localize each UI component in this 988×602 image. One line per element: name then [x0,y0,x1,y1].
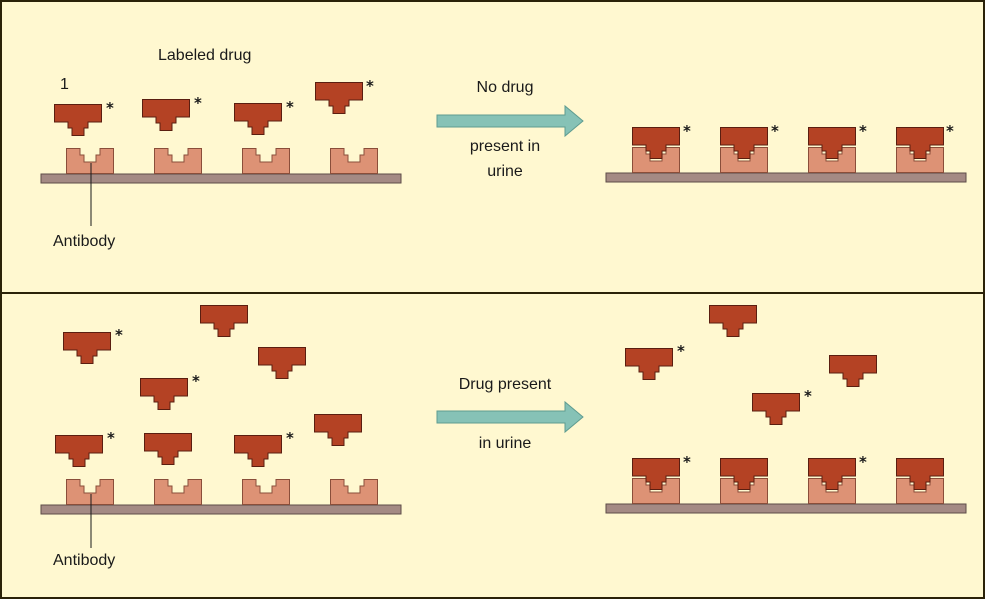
labeled-drug [234,435,282,467]
free-unlabeled-drug [709,305,757,337]
label-marker: * [804,387,812,405]
label-marker: * [194,94,202,112]
labeled-drug [140,378,188,410]
platform-top-left [40,173,402,184]
arrow-top [436,104,584,138]
antibody [154,479,202,505]
free-labeled-drug [625,348,673,380]
arrow-top-label-line3: urine [487,163,523,180]
arrow-top-label-line2: present in [469,138,541,155]
arrow-bottom [436,400,584,434]
unlabeled-drug [258,347,306,379]
antibody [154,148,202,174]
antibody [330,148,378,174]
platform-top-right [605,172,967,183]
label-marker: * [366,77,374,95]
antibody [242,148,290,174]
labeled-drug-label: Labeled drug [158,47,252,64]
arrow-top-label-line1: No drug [476,79,534,96]
arrow-bottom-label-line1: Drug present [458,376,552,393]
label-marker: * [859,453,867,471]
platform-bottom-right [605,503,967,514]
label-marker: * [771,122,779,140]
label-marker: * [115,326,123,344]
antibody [242,479,290,505]
panel-divider [2,292,983,294]
labeled-drug [142,99,190,131]
labeled-drug [54,104,102,136]
label-marker: * [683,453,691,471]
arrow-bottom-label-line2: in urine [478,435,532,452]
free-unlabeled-drug [829,355,877,387]
platform-bottom-left [40,504,402,515]
labeled-drug [234,103,282,135]
label-marker: * [106,99,114,117]
antibody-label-bottom: Antibody [53,552,116,569]
step-number: 1 [60,76,69,93]
label-marker: * [286,429,294,447]
label-marker: * [192,372,200,390]
labeled-drug [315,82,363,114]
unlabeled-drug [200,305,248,337]
label-marker: * [946,122,954,140]
antibody-label-top: Antibody [53,233,116,250]
antibody [66,148,114,174]
label-marker: * [677,342,685,360]
free-labeled-drug [752,393,800,425]
labeled-drug [55,435,103,467]
unlabeled-drug [144,433,192,465]
label-marker: * [859,122,867,140]
label-marker: * [683,122,691,140]
label-marker: * [107,429,115,447]
label-marker: * [286,98,294,116]
antibody [330,479,378,505]
labeled-drug [63,332,111,364]
antibody [66,479,114,505]
unlabeled-drug [314,414,362,446]
